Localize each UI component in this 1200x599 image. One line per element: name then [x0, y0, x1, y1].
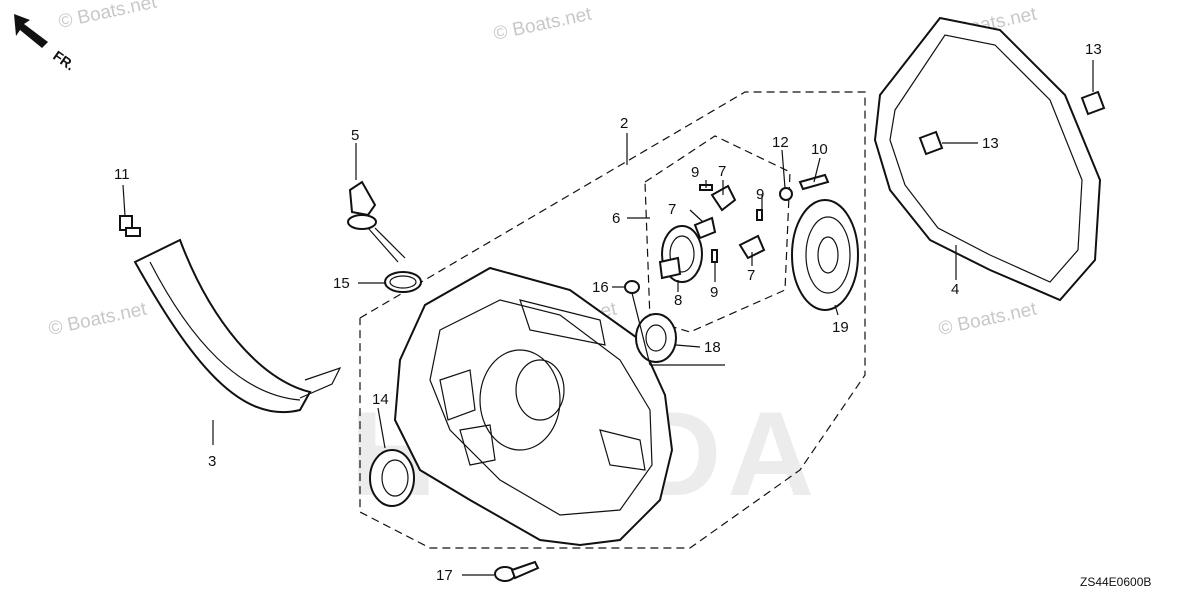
oil-seal — [369, 449, 415, 507]
callout-4: 4 — [951, 281, 959, 298]
callout-5: 5 — [351, 127, 359, 144]
o-ring — [384, 271, 422, 293]
o-ring-inner — [389, 275, 417, 289]
callout-15: 15 — [333, 275, 350, 292]
front-direction-arrow-icon — [14, 14, 48, 48]
gasket — [873, 16, 1102, 302]
governor-weight-3 — [738, 234, 766, 260]
callout-9b: 9 — [756, 186, 764, 203]
direction-label: FR. — [50, 47, 78, 73]
watermark-5: © Boats.net — [937, 299, 1039, 340]
flange-bolt — [494, 560, 540, 582]
dowel-pin-2 — [918, 130, 944, 156]
callout-14: 14 — [372, 391, 389, 408]
oil-filler-cap — [347, 180, 406, 263]
watermark-2: © Boats.net — [492, 4, 594, 45]
crankcase-cover — [393, 266, 674, 547]
callout-7a: 7 — [718, 163, 726, 180]
callout-9a: 9 — [691, 164, 699, 181]
callout-6: 6 — [612, 210, 620, 227]
diagram-code: ZS44E0600B — [1080, 575, 1151, 589]
fan-cover-band — [133, 238, 342, 414]
case-assembly-boundary — [359, 91, 866, 549]
dowel-pin-1 — [1080, 90, 1106, 116]
bolt-part-11 — [119, 215, 141, 237]
main-bearing — [791, 199, 859, 311]
callout-13a: 13 — [1085, 41, 1102, 58]
watermark-1: © Boats.net — [57, 0, 159, 33]
callout-9c: 9 — [710, 284, 718, 301]
bearing-small — [635, 313, 677, 363]
leader-lines — [122, 60, 1094, 576]
callout-19: 19 — [832, 319, 849, 336]
callout-8: 8 — [674, 292, 682, 309]
callout-18: 18 — [704, 339, 721, 356]
callout-10: 10 — [811, 141, 828, 158]
callout-7b: 7 — [668, 201, 676, 218]
callout-16: 16 — [592, 279, 609, 296]
washer-12 — [779, 187, 793, 201]
callout-3: 3 — [208, 453, 216, 470]
callout-7c: 7 — [747, 267, 755, 284]
callout-13b: 13 — [982, 135, 999, 152]
watermark-4: © Boats.net — [47, 299, 149, 340]
callout-2: 2 — [620, 115, 628, 132]
governor-weight-2 — [693, 216, 717, 240]
washer — [624, 280, 640, 294]
callout-12: 12 — [772, 134, 789, 151]
pin-3 — [711, 249, 718, 263]
pin-2 — [756, 209, 763, 221]
governor-gear — [658, 225, 703, 283]
callout-11: 11 — [114, 166, 130, 183]
callout-17: 17 — [436, 567, 453, 584]
